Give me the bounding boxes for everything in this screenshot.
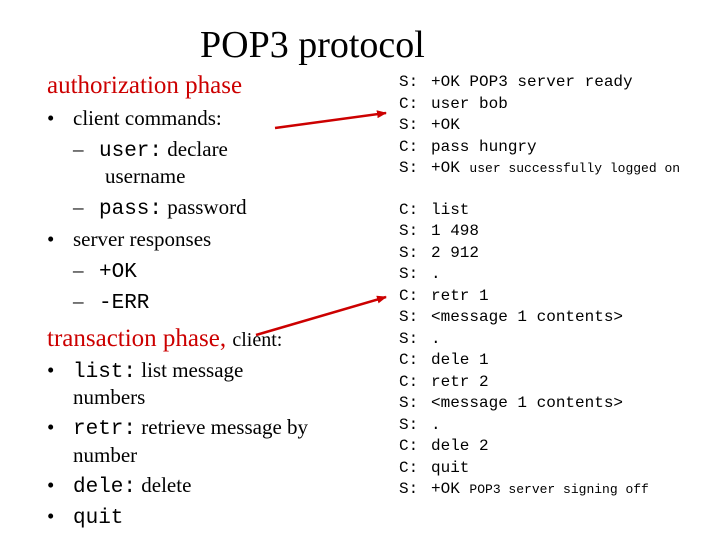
user-command-desc-cont: username xyxy=(105,164,186,188)
user-command: user: xyxy=(99,140,163,163)
dash-icon: – xyxy=(73,195,84,219)
pass-command-desc: password xyxy=(167,195,247,219)
bullet-icon: • xyxy=(47,504,55,528)
retr-command: retr: xyxy=(73,418,137,441)
dialog-line: C:dele 1 xyxy=(399,351,489,369)
dialog-line: C:dele 2 xyxy=(399,437,489,455)
client-commands-item: •client commands: xyxy=(47,106,222,130)
dialog-line: C:pass hungry xyxy=(399,137,537,156)
dialog-line: S:<message 1 contents> xyxy=(399,394,624,412)
quit-command-item: • quit xyxy=(47,503,123,532)
dialog-line: C:retr 1 xyxy=(399,286,489,305)
transaction-phase-heading: transaction phase, client: xyxy=(47,325,283,352)
dialog-line: C:user bob xyxy=(399,94,508,113)
transaction-dialog: C:list S:1 498 S:2 912 S:. C:retr 1 S:<m… xyxy=(399,200,680,501)
slide-title: POP3 protocol xyxy=(200,24,425,66)
dialog-line: S:+OK user successfully logged on xyxy=(399,159,681,177)
protocol-dialog: S:+OK POP3 server ready C:user bob S:+OK… xyxy=(399,72,680,501)
dialog-line: S:+OK POP3 server signing off xyxy=(399,480,649,498)
pass-command: pass: xyxy=(99,198,163,221)
list-command-desc-cont: numbers xyxy=(73,385,146,409)
authorization-phase-heading: authorization phase xyxy=(47,72,243,99)
retr-command-item: •retr: retrieve message by xyxy=(47,415,309,441)
dialog-line: S:2 912 xyxy=(399,243,480,262)
server-responses-item: •server responses xyxy=(47,227,212,251)
dele-command-item: •dele: delete xyxy=(47,473,192,499)
dialog-line: S:1 498 xyxy=(399,222,480,240)
bullet-icon: • xyxy=(47,227,55,251)
dialog-line: C:quit xyxy=(399,458,470,477)
err-response-item: –-ERR xyxy=(73,289,150,315)
dialog-line: C:retr 2 xyxy=(399,372,489,391)
auth-arrow-icon xyxy=(274,110,387,130)
list-command: list: xyxy=(73,361,137,384)
list-command-item: •list: list message xyxy=(47,358,244,384)
auth-dialog: S:+OK POP3 server ready C:user bob S:+OK… xyxy=(399,72,680,180)
dialog-line: S:. xyxy=(399,329,441,348)
pass-command-item: –pass: password xyxy=(73,194,247,223)
dialog-line: C:list xyxy=(399,200,470,219)
retr-command-desc-cont: number xyxy=(73,443,138,467)
dele-command: dele: xyxy=(73,476,137,499)
dialog-line: S:. xyxy=(399,415,441,434)
transaction-heading-suffix: client: xyxy=(232,329,283,351)
user-command-item: –user: declare xyxy=(73,136,228,165)
dash-icon: – xyxy=(73,258,84,282)
dialog-line: S:+OK POP3 server ready xyxy=(399,73,633,91)
ok-response-item: –+OK xyxy=(73,258,137,284)
bullet-icon: • xyxy=(47,106,55,130)
dialog-line: S:<message 1 contents> xyxy=(399,308,624,326)
dialog-line: S:+OK xyxy=(399,116,460,134)
dash-icon: – xyxy=(73,137,84,161)
bullet-icon: • xyxy=(47,473,55,497)
dash-icon: – xyxy=(73,289,84,313)
transaction-arrow-icon xyxy=(255,295,387,337)
bullet-icon: • xyxy=(47,415,55,439)
dialog-line: S:. xyxy=(399,265,441,283)
quit-command: quit xyxy=(73,507,124,530)
bullet-icon: • xyxy=(47,358,55,382)
user-command-desc: declare xyxy=(167,137,228,161)
